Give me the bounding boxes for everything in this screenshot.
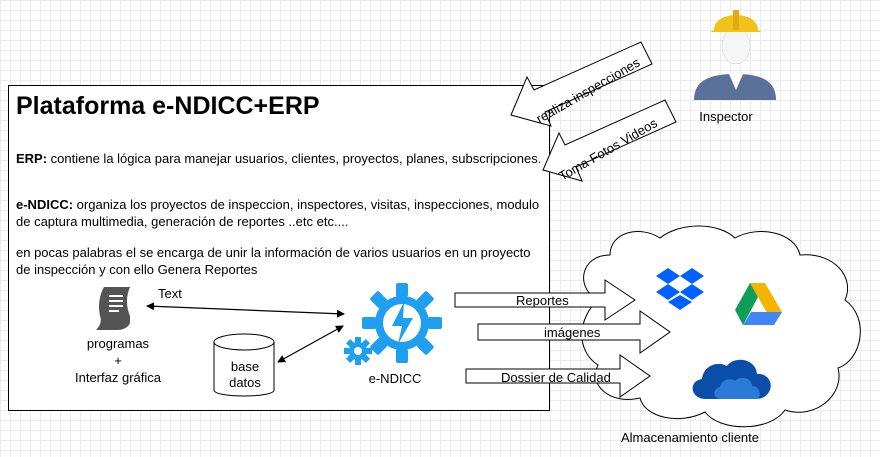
imagenes-arrow — [477, 310, 671, 354]
endicc-label: e-NDICC — [368, 371, 422, 386]
reportes-label: Reportes — [516, 293, 569, 308]
database-icon — [213, 333, 275, 397]
page-title: Plataforma e-NDICC+ERP — [16, 92, 320, 120]
toma-fotos-arrow — [542, 99, 677, 182]
endicc-term: e-NDICC: — [16, 197, 74, 212]
programs-endicc-connector — [146, 302, 345, 318]
dropbox-icon — [656, 268, 704, 310]
reportes-arrow — [454, 279, 636, 321]
endicc-description: e-NDICC: organiza los proyectos de inspe… — [16, 196, 546, 230]
realiza-inspecciones-arrow — [510, 41, 653, 127]
onedrive-icon — [692, 359, 771, 399]
erp-description: ERP: contiene la lógica para manejar usu… — [16, 150, 546, 167]
script-icon — [96, 287, 130, 330]
dossier-arrow — [465, 354, 651, 398]
summary-text: en pocas palabras el se encarga de unir … — [16, 245, 531, 277]
inspector-worker-icon — [694, 10, 776, 100]
endicc-text: organiza los proyectos de inspeccion, in… — [16, 197, 540, 229]
erp-term: ERP: — [16, 151, 48, 166]
programs-label: programas + Interfaz gráfica — [75, 336, 161, 385]
cloud-icon — [581, 225, 861, 428]
connector-text-label: Text — [158, 286, 182, 301]
gears-lightning-icon — [344, 283, 442, 365]
dossier-label: Dossier de Calidad — [501, 370, 611, 385]
imagenes-label: imágenes — [544, 325, 601, 340]
database-label: base datos — [229, 359, 261, 390]
inspector-label: Inspector — [699, 109, 753, 124]
erp-text: contiene la lógica para manejar usuarios… — [47, 151, 542, 166]
db-endicc-connector — [277, 325, 344, 363]
google-drive-icon — [735, 283, 782, 325]
storage-label: Almacenamiento cliente — [620, 430, 760, 445]
